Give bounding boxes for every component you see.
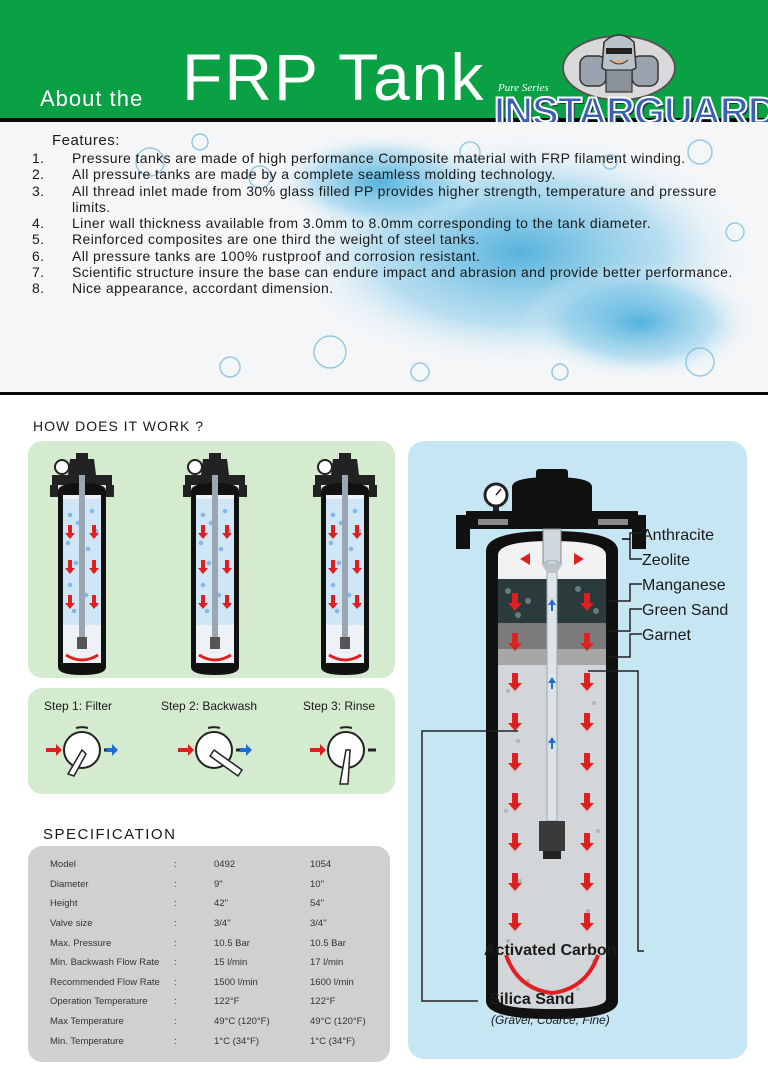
silica-sand-sublabel: (Gravel, Coarce, Fine) <box>491 1013 610 1027</box>
table-row: Max Temperature:49°C (120°F)49°C (120°F) <box>50 1016 366 1028</box>
header-prefix: About the <box>40 86 144 111</box>
feature-item: 7.Scientific structure insure the base c… <box>32 264 733 281</box>
page-title: FRP Tank <box>182 40 486 114</box>
step-rinse-label: Step 3: Rinse <box>303 699 376 713</box>
small-tanks-diagram <box>48 451 379 677</box>
feature-item: 4.Liner wall thickness available from 3.… <box>32 215 652 232</box>
header-divider <box>0 118 768 122</box>
feature-item: 6.All pressure tanks are 100% rustproof … <box>32 247 481 264</box>
water-splash-icon <box>135 132 760 382</box>
table-row: Height:42"54" <box>50 898 324 910</box>
layer-label-garnet: Garnet <box>642 627 691 644</box>
layer-label-anthracite: Anthracite <box>642 527 715 544</box>
table-row: Min. Temperature:1°C (34°F)1°C (34°F) <box>50 1035 356 1047</box>
table-row: Diameter:9"10" <box>50 878 324 890</box>
layer-label-manganese: Manganese <box>642 577 726 594</box>
valve-dials-diagram <box>46 725 378 785</box>
features-title: Features: <box>52 132 120 149</box>
layer-label-zeolite: Zeolite <box>642 552 691 569</box>
feature-item: 8.Nice appearance, accordant dimension. <box>32 280 334 297</box>
step-backwash-label: Step 2: Backwash <box>161 699 258 713</box>
logo-series: Pure Series <box>498 82 549 94</box>
feature-item: 5.Reinforced composites are one third th… <box>32 231 480 248</box>
layer-label-green-sand: Green Sand <box>642 602 729 619</box>
features-divider <box>0 392 768 395</box>
specification-title: SPECIFICATION <box>43 826 177 843</box>
feature-item: 3.All thread inlet made from 30% glass f… <box>32 182 717 215</box>
how-it-works-title: HOW DOES IT WORK ? <box>33 418 204 434</box>
features-list: 1.Pressure tanks are made of high perfor… <box>32 150 752 297</box>
activated-carbon-label: Activated Carbon <box>484 942 617 959</box>
features-section <box>0 122 768 392</box>
robot-mascot-icon <box>562 34 676 101</box>
step-filter-label: Step 1: Filter <box>44 699 113 713</box>
specification-panel <box>28 846 390 1062</box>
feature-item: 1.Pressure tanks are made of high perfor… <box>32 150 686 166</box>
silica-sand-label: Silica Sand <box>489 991 575 1008</box>
table-row: Valve size:3/4"3/4" <box>50 918 327 930</box>
tank-cutaway-diagram <box>421 469 646 1019</box>
feature-item: 2.All pressure tanks are made by a compl… <box>32 166 556 183</box>
